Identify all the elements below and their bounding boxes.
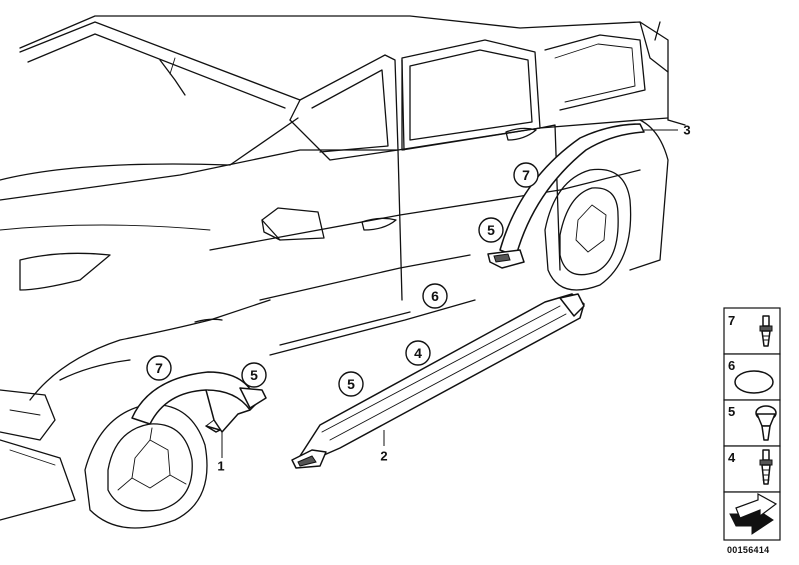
front-wheel-arch-trim (131, 371, 267, 433)
legend-item-5: 5 (723, 399, 781, 447)
vehicle-outline (0, 15, 686, 529)
side-sill-trim (291, 293, 585, 469)
fastener-legend: 7 6 5 4 (723, 307, 781, 541)
legend-item-6: 6 (723, 353, 781, 401)
arrow-pointer-icon (729, 492, 778, 535)
legend-pointer-box (723, 491, 781, 541)
svg-text:4: 4 (414, 345, 422, 361)
callout-front-clip: 7 (146, 355, 172, 381)
label-part-1: 1 (217, 459, 224, 474)
legend-item-4: 4 (723, 445, 781, 493)
svg-text:7: 7 (522, 167, 530, 183)
callout-rear-clip: 7 (513, 162, 539, 188)
svg-text:6: 6 (431, 288, 439, 304)
callout-sill-screw: 4 (405, 340, 431, 366)
label-part-2: 2 (380, 449, 387, 464)
svg-text:5: 5 (728, 404, 735, 419)
screw-clip-icon (759, 315, 773, 347)
svg-text:5: 5 (487, 222, 495, 238)
leader-lines (221, 129, 678, 458)
expanding-rivet-icon (755, 405, 777, 441)
svg-text:4: 4 (728, 450, 736, 465)
diagram-reference-number: 00156414 (727, 545, 769, 555)
svg-text:7: 7 (728, 313, 735, 328)
callout-body-plug: 6 (422, 283, 448, 309)
svg-text:5: 5 (347, 376, 355, 392)
screw-clip-icon (759, 449, 773, 485)
label-part-3: 3 (683, 123, 690, 138)
callout-rear-cap: 5 (478, 217, 504, 243)
svg-text:5: 5 (250, 367, 258, 383)
rear-wheel-arch-trim (487, 123, 645, 269)
svg-text:6: 6 (728, 358, 735, 373)
callout-sill-cap: 5 (338, 371, 364, 397)
round-plug-icon (734, 370, 774, 394)
svg-text:7: 7 (155, 360, 163, 376)
legend-item-7: 7 (723, 307, 781, 355)
callout-front-cap: 5 (241, 362, 267, 388)
